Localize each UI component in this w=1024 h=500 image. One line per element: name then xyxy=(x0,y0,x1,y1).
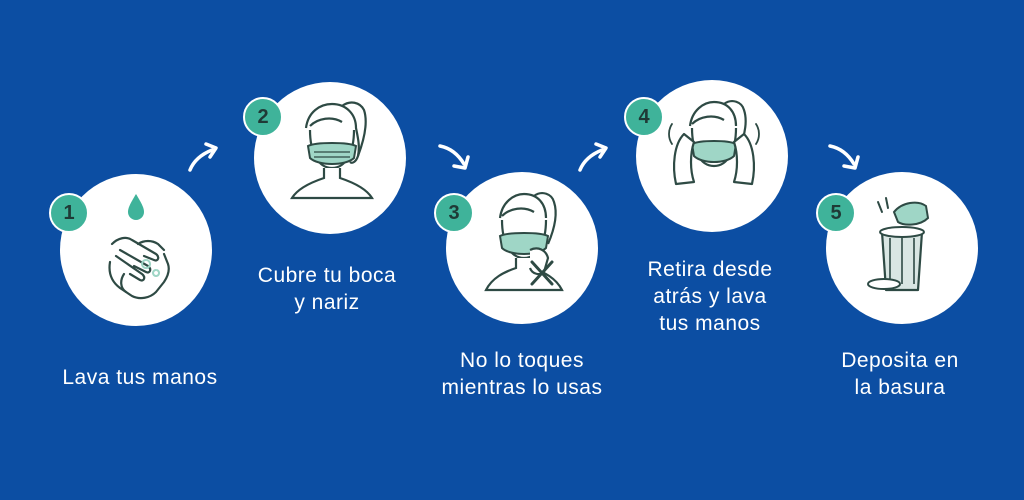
step-2-label: Cubre tu boca y nariz xyxy=(257,264,397,314)
step-5-circle xyxy=(826,172,978,324)
woman-mask-icon xyxy=(290,101,374,200)
trash-can-icon xyxy=(867,197,930,292)
step-3-label: No lo toques mientras lo usas xyxy=(441,349,603,399)
step-3-number: 3 xyxy=(434,193,474,233)
step-4-label: Retira desde atrás y lava tus manos xyxy=(647,258,773,335)
step-1-circle xyxy=(60,174,212,326)
step-3-circle xyxy=(446,172,598,324)
step-1-number: 1 xyxy=(49,193,89,233)
step-5-label: Deposita en la basura xyxy=(841,349,959,399)
hand-washing-icon xyxy=(108,194,170,300)
step-4-number: 4 xyxy=(624,97,664,137)
arrow-up-right-icon xyxy=(188,142,218,172)
step-2-number: 2 xyxy=(243,97,283,137)
step-4-circle xyxy=(636,80,788,232)
arrow-down-right-icon xyxy=(438,144,470,170)
remove-mask-icon xyxy=(668,100,760,186)
step-5-number: 5 xyxy=(816,193,856,233)
arrow-down-right-icon xyxy=(828,144,860,170)
step-1-label: Lava tus manos xyxy=(62,366,218,389)
arrow-up-right-icon xyxy=(578,142,608,172)
no-touch-mask-icon xyxy=(484,192,564,292)
step-2-circle xyxy=(254,82,406,234)
